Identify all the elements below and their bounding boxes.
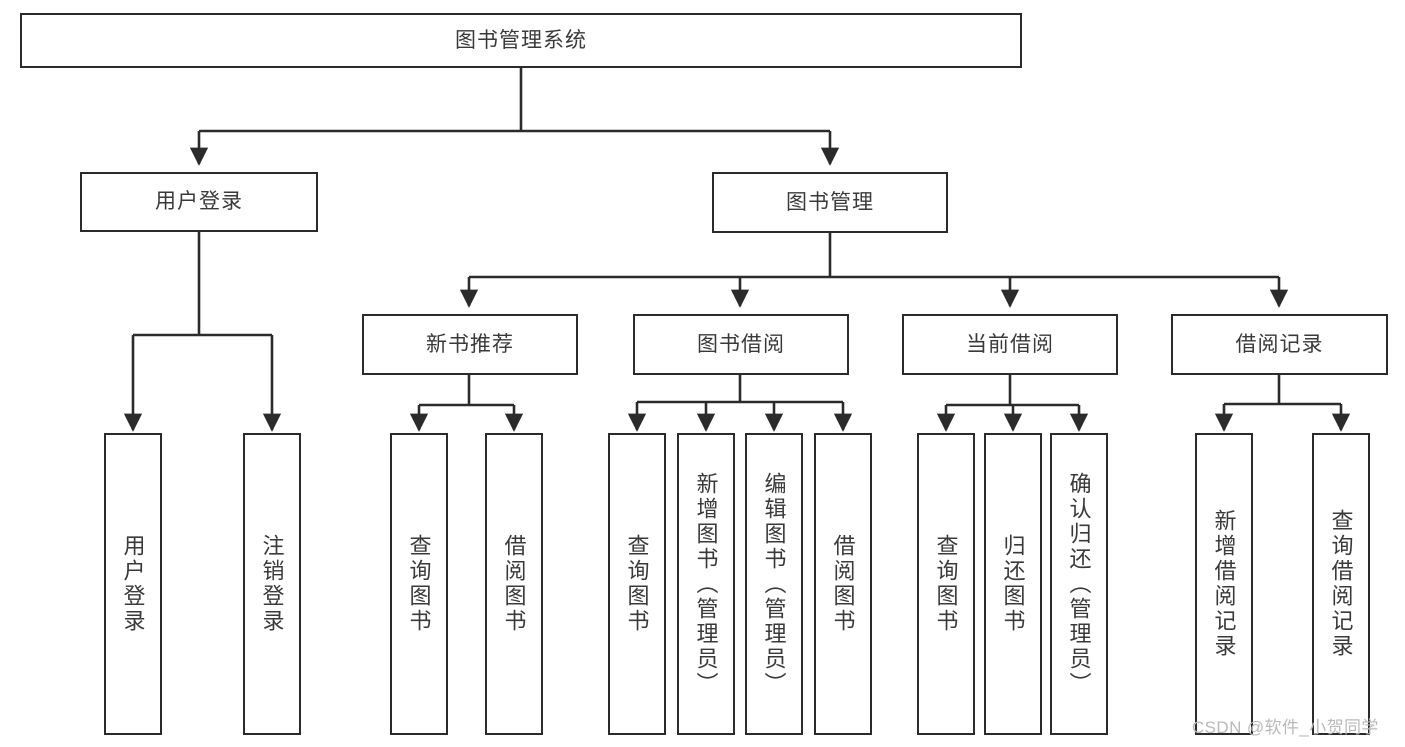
leaf-label: 查询图书 <box>624 534 650 634</box>
node-current-borrow-label: 当前借阅 <box>966 332 1054 356</box>
leaf-record-add[interactable]: 新增借阅记录 <box>1195 433 1253 735</box>
leaf-record-query[interactable]: 查询借阅记录 <box>1312 433 1370 735</box>
node-book-management-label: 图书管理 <box>786 190 874 214</box>
leaf-label: 确认归还（管理员） <box>1066 471 1092 697</box>
leaf-label: 借阅图书 <box>830 534 856 634</box>
leaf-label: 归还图书 <box>1000 534 1026 634</box>
node-book-management[interactable]: 图书管理 <box>712 172 948 233</box>
leaf-current-confirm-return[interactable]: 确认归还（管理员） <box>1050 433 1108 735</box>
leaf-borrow-add-book[interactable]: 新增图书（管理员） <box>677 433 735 735</box>
leaf-label: 新增借阅记录 <box>1211 509 1237 659</box>
node-new-book-recommend-label: 新书推荐 <box>426 332 514 356</box>
node-root[interactable]: 图书管理系统 <box>20 13 1022 68</box>
node-root-label: 图书管理系统 <box>455 28 587 52</box>
node-new-book-recommend[interactable]: 新书推荐 <box>362 314 578 375</box>
leaf-borrow-query-book[interactable]: 查询图书 <box>608 433 666 735</box>
leaf-label: 编辑图书（管理员） <box>761 471 787 697</box>
leaf-label: 查询图书 <box>406 534 432 634</box>
node-current-borrow[interactable]: 当前借阅 <box>902 314 1118 375</box>
leaf-new-book-borrow[interactable]: 借阅图书 <box>485 433 543 735</box>
node-user-login[interactable]: 用户登录 <box>80 172 318 232</box>
leaf-label: 借阅图书 <box>501 534 527 634</box>
node-book-borrow-label: 图书借阅 <box>697 332 785 356</box>
leaf-label: 用户登录 <box>120 534 146 634</box>
leaf-borrow-edit-book[interactable]: 编辑图书（管理员） <box>745 433 803 735</box>
leaf-label: 查询借阅记录 <box>1328 509 1354 659</box>
leaf-borrow-borrow-book[interactable]: 借阅图书 <box>814 433 872 735</box>
leaf-user-login-login[interactable]: 用户登录 <box>104 433 162 735</box>
leaf-user-login-logout[interactable]: 注销登录 <box>243 433 301 735</box>
leaf-current-query-book[interactable]: 查询图书 <box>917 433 975 735</box>
leaf-label: 查询图书 <box>933 534 959 634</box>
node-borrow-record[interactable]: 借阅记录 <box>1171 314 1388 375</box>
node-borrow-record-label: 借阅记录 <box>1235 332 1324 356</box>
node-book-borrow[interactable]: 图书借阅 <box>633 314 849 375</box>
watermark: CSDN @软件_小贺同学 <box>1192 718 1379 737</box>
leaf-label: 注销登录 <box>259 534 285 634</box>
node-user-login-label: 用户登录 <box>155 190 243 214</box>
leaf-label: 新增图书（管理员） <box>693 471 719 697</box>
leaf-new-book-query[interactable]: 查询图书 <box>390 433 448 735</box>
leaf-current-return-book[interactable]: 归还图书 <box>984 433 1042 735</box>
